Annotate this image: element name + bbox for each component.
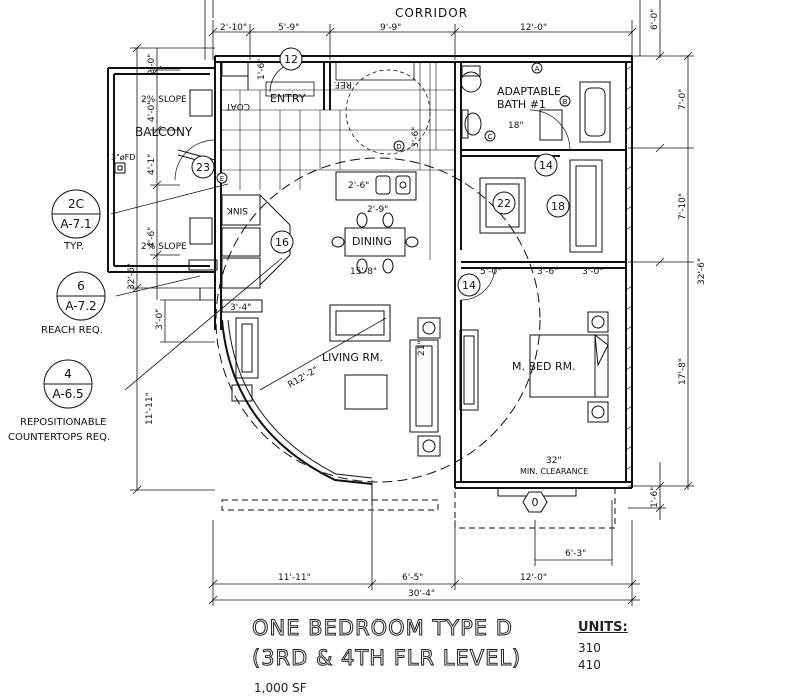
dim-dining-15-8: 15'-8"	[350, 267, 377, 277]
dim-right-total: 32'-6"	[697, 258, 707, 285]
plan-area: 1,000 SF	[254, 681, 307, 695]
dining-table	[331, 212, 419, 274]
unit-310: 310	[578, 641, 601, 655]
section-callouts: 2C A-7.1 6 A-7.2 4 A-6.5	[43, 189, 106, 409]
tag-14a: 14	[539, 159, 553, 172]
dim-top-4: 12'-0"	[520, 23, 547, 33]
slope-bottom-label: 2% SLOPE	[141, 242, 187, 252]
dim-right-bottom: 1'-6"	[650, 487, 660, 508]
tag-23: 23	[196, 161, 210, 174]
tag-18: 18	[551, 200, 565, 213]
tag-e: E	[220, 175, 224, 183]
ref-label: REF.	[333, 79, 352, 89]
dim-left-2: 4'-0"	[147, 101, 157, 122]
tag-14b: 14	[462, 279, 476, 292]
tag-16: 16	[275, 236, 289, 249]
bedroom-furniture	[459, 311, 609, 423]
dim-bot-1: 11'-11"	[278, 573, 311, 583]
sink-label: SINK	[226, 205, 248, 215]
living-label: LIVING RM.	[322, 351, 383, 364]
dim-bot-3: 12'-0"	[520, 573, 547, 583]
dim-closet-5-0: 5'-0"	[480, 267, 501, 277]
tag-d: D	[396, 143, 401, 151]
tag-b: B	[563, 98, 568, 106]
callout-4-top: 4	[64, 367, 72, 381]
dim-clear-32: 32"	[546, 456, 562, 466]
dim-left-5: 32'-6"	[127, 263, 137, 290]
dim-left-7: 11'-11"	[145, 392, 155, 425]
dim-left-1: 2'-0"	[147, 54, 157, 75]
bathroom-fixtures	[460, 65, 611, 151]
closet-18	[569, 159, 603, 253]
dim-dining-2-6: 2'-6"	[348, 181, 369, 191]
living-furniture	[231, 304, 441, 457]
bath-label-1: ADAPTABLE	[497, 85, 561, 98]
dining-label: DINING	[352, 235, 392, 248]
closet-22	[479, 177, 526, 234]
bath-label-2: BATH #1	[497, 98, 546, 111]
plan-subtitle: (3RD & 4TH FLR LEVEL)	[251, 646, 522, 671]
dim-bottom-6-3: 6'-3"	[565, 549, 586, 559]
radius-label: R12'-2"	[287, 365, 321, 390]
dim-bot-2: 6'-5"	[402, 573, 423, 583]
callout-2c-bottom: A-7.1	[60, 217, 91, 231]
dim-left-6: 3'-0"	[155, 309, 165, 330]
wall-hatch	[625, 65, 633, 471]
tag-c: C	[488, 133, 493, 141]
bedroom-label: M. BED RM.	[512, 360, 576, 373]
dim-closet-3-0: 3'-0"	[582, 267, 603, 277]
keynote-tags: 12 23 16 14 18 22 14 0	[191, 47, 570, 513]
floor-drain-label: 3"øFD	[111, 153, 135, 162]
dim-right-2: 7'-10"	[678, 193, 688, 220]
repositionable-label-2: COUNTERTOPS REQ.	[8, 432, 110, 443]
dim-left-4: 4'-6"	[147, 227, 157, 248]
slope-top-label: 2% SLOPE	[141, 95, 187, 105]
dim-living-21: 21"	[417, 340, 427, 356]
dim-top-2: 5'-9"	[278, 23, 299, 33]
callout-6-top: 6	[77, 279, 85, 293]
dim-closet-3-6: 3'-6"	[537, 267, 558, 277]
coat-label: COAT	[225, 101, 250, 111]
units-label: UNITS:	[578, 620, 628, 635]
repositionable-label-1: REPOSITIONABLE	[20, 417, 106, 428]
tag-22: 22	[497, 197, 511, 210]
kitchen-tile-grid	[222, 62, 455, 260]
dim-kitchen: 3'-6"	[411, 127, 421, 148]
dim-entry: 1'-6"	[257, 59, 267, 80]
dim-right-3: 17'-8"	[678, 358, 688, 385]
balcony-label: BALCONY	[135, 125, 193, 139]
dim-bath-18: 18"	[508, 121, 524, 131]
tag-0: 0	[532, 496, 539, 509]
curved-living-wall	[221, 319, 373, 485]
dim-top-3: 9'-9"	[380, 23, 401, 33]
callout-4-bottom: A-6.5	[52, 387, 83, 401]
entry-label: ENTRY	[270, 92, 306, 105]
min-clearance-label: MIN. CLEARANCE	[520, 467, 588, 476]
dim-right-1: 7'-0"	[678, 89, 688, 110]
dim-counter: 3'-4"	[230, 303, 251, 313]
reach-req-label: REACH REQ.	[41, 325, 103, 336]
callout-2c-top: 2C	[68, 197, 84, 211]
dim-bot-total: 30'-4"	[408, 589, 435, 599]
typ-label: TYP.	[63, 241, 84, 252]
dim-right-top: 6'-0"	[650, 9, 660, 30]
kitchen-sink	[335, 171, 417, 201]
turning-radius-circle	[215, 157, 541, 483]
plan-title: ONE BEDROOM TYPE D	[252, 616, 513, 641]
dim-left-3: 4'-1"	[147, 154, 157, 175]
callout-6-bottom: A-7.2	[65, 299, 96, 313]
dimension-lines	[130, 0, 694, 606]
tag-a: A	[535, 65, 540, 73]
dim-dining-2-9: 2'-9"	[367, 205, 388, 215]
dim-top-1: 2'-10"	[220, 23, 247, 33]
unit-410: 410	[578, 658, 601, 672]
corridor-label: CORRIDOR	[395, 6, 468, 20]
tag-12: 12	[284, 53, 298, 66]
